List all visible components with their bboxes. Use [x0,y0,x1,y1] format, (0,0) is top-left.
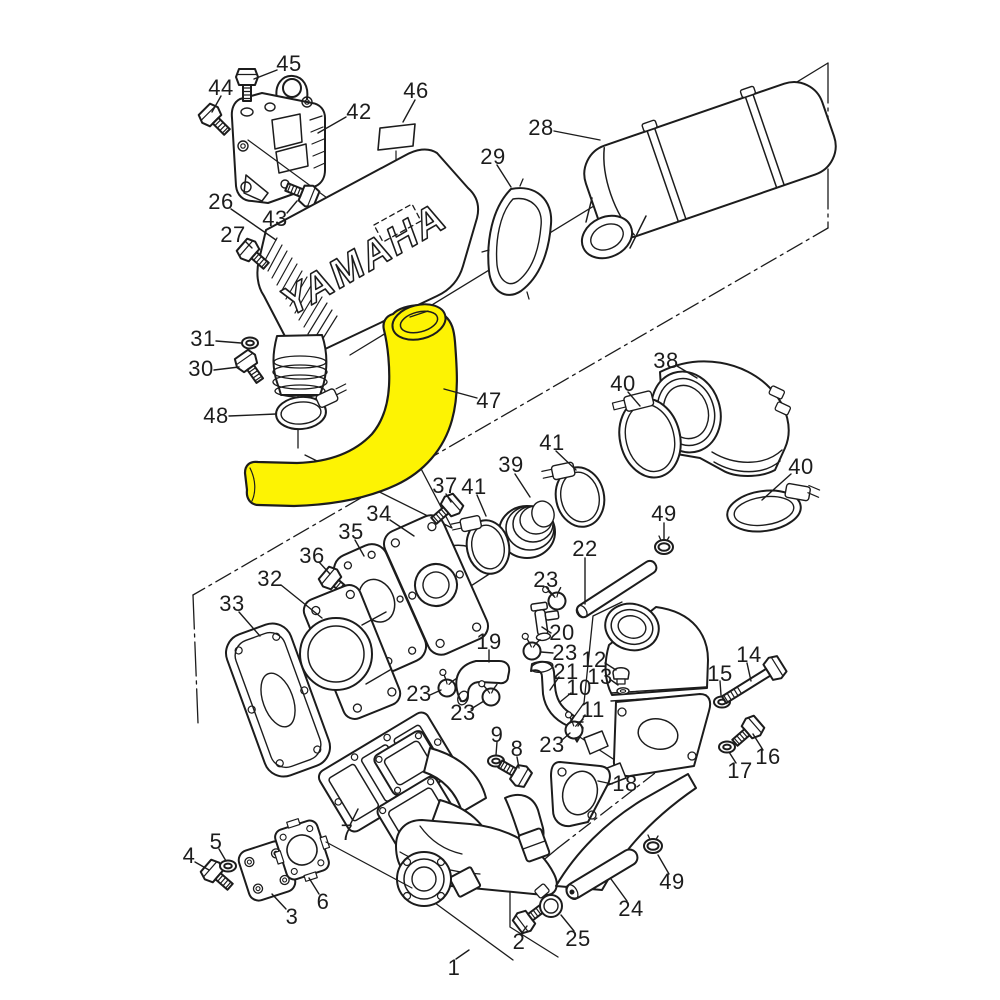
part-41-clamp-left [450,514,511,575]
part-label-42: 42 [346,99,372,124]
part-label-36: 36 [299,543,325,568]
washer-17 [718,740,736,754]
part-33-gasket [225,622,331,778]
part-1-manifold [373,730,697,907]
part-label-47: 47 [476,388,502,413]
part-40-clamp-right [726,482,821,533]
part-29-gasket [481,178,553,300]
bolt-14 [720,655,788,705]
muffler-dashed-port [373,203,422,243]
part-label-15: 15 [707,661,733,686]
part-12-plug [612,667,630,685]
part-label-39: 39 [498,452,524,477]
leader-lines [194,69,792,960]
bolt-45 [235,68,259,117]
part-label-30: 30 [188,356,214,381]
bolt-44 [195,100,236,141]
part-6-gasket [273,818,331,882]
part-label-7: 7 [340,820,354,845]
part-label-4: 4 [182,843,196,868]
part-label-24: 24 [618,896,644,921]
part-label-23-5: 23 [539,732,565,757]
part-label-23-2: 23 [552,640,578,665]
part-label-41-2: 41 [461,474,487,499]
part-label-40-2: 40 [788,454,814,479]
part-label-32: 32 [257,566,283,591]
part-39-bellows [498,500,556,559]
part-label-23-4: 23 [450,700,476,725]
part-label-13: 13 [587,664,613,689]
part-label-29: 29 [480,144,506,169]
part-label-16: 16 [755,744,781,769]
part-label-41-1: 41 [539,430,565,455]
part-22-pipe [575,559,658,619]
part-label-23-1: 23 [533,567,559,592]
riser-elbow-assembly [604,602,712,778]
part-label-10: 10 [566,675,592,700]
part-label-46: 46 [403,78,429,103]
part-label-48: 48 [203,403,229,428]
washer-5 [219,859,237,873]
part-label-25: 25 [565,926,591,951]
part-label-17: 17 [727,758,753,783]
part-label-21: 21 [553,659,579,684]
part-label-5: 5 [209,829,223,854]
part-label-49-1: 49 [651,501,677,526]
part-label-35: 35 [338,519,364,544]
part-label-31: 31 [190,326,216,351]
part-label-45: 45 [276,51,302,76]
part-25-clamp [534,883,563,918]
part-label-22: 22 [572,536,598,561]
part-label-19: 19 [476,629,502,654]
part-label-18: 18 [612,771,638,796]
part-47-highlighted-hose [243,303,458,508]
part-49-clip-lower [643,834,663,854]
part-42-bracket [230,74,369,229]
part-label-44: 44 [208,75,234,100]
part-label-34: 34 [366,501,392,526]
part-label-3: 3 [285,904,299,929]
part-label-20: 20 [549,620,575,645]
part-28-resonator [580,81,837,260]
washer-31 [241,336,259,350]
part-label-14: 14 [736,642,762,667]
part-label-12: 12 [581,647,607,672]
part-24-hose [565,848,639,901]
part-label-23-3: 23 [406,681,432,706]
part-label-2: 2 [512,929,526,954]
part-13-washer [616,687,630,695]
part-label-27: 27 [220,222,246,247]
part-32-housing [299,584,402,720]
part-label-28: 28 [528,115,554,140]
part-18-gasket [550,761,611,828]
part-label-33: 33 [219,591,245,616]
part-label-6: 6 [316,889,330,914]
part-label-1: 1 [447,955,461,980]
part-label-43: 43 [262,206,288,231]
part-label-11: 11 [581,697,605,722]
part-label-37: 37 [432,473,458,498]
assembly-line-6 [325,841,413,889]
part-label-49-2: 49 [659,869,685,894]
muffler-hatching [262,237,338,349]
part-label-8: 8 [510,736,524,761]
part-label-26: 26 [208,189,234,214]
part-label-9: 9 [490,722,504,747]
part-48-clamp [275,383,347,431]
part-label-40-1: 40 [610,371,636,396]
part-label-38: 38 [653,348,679,373]
